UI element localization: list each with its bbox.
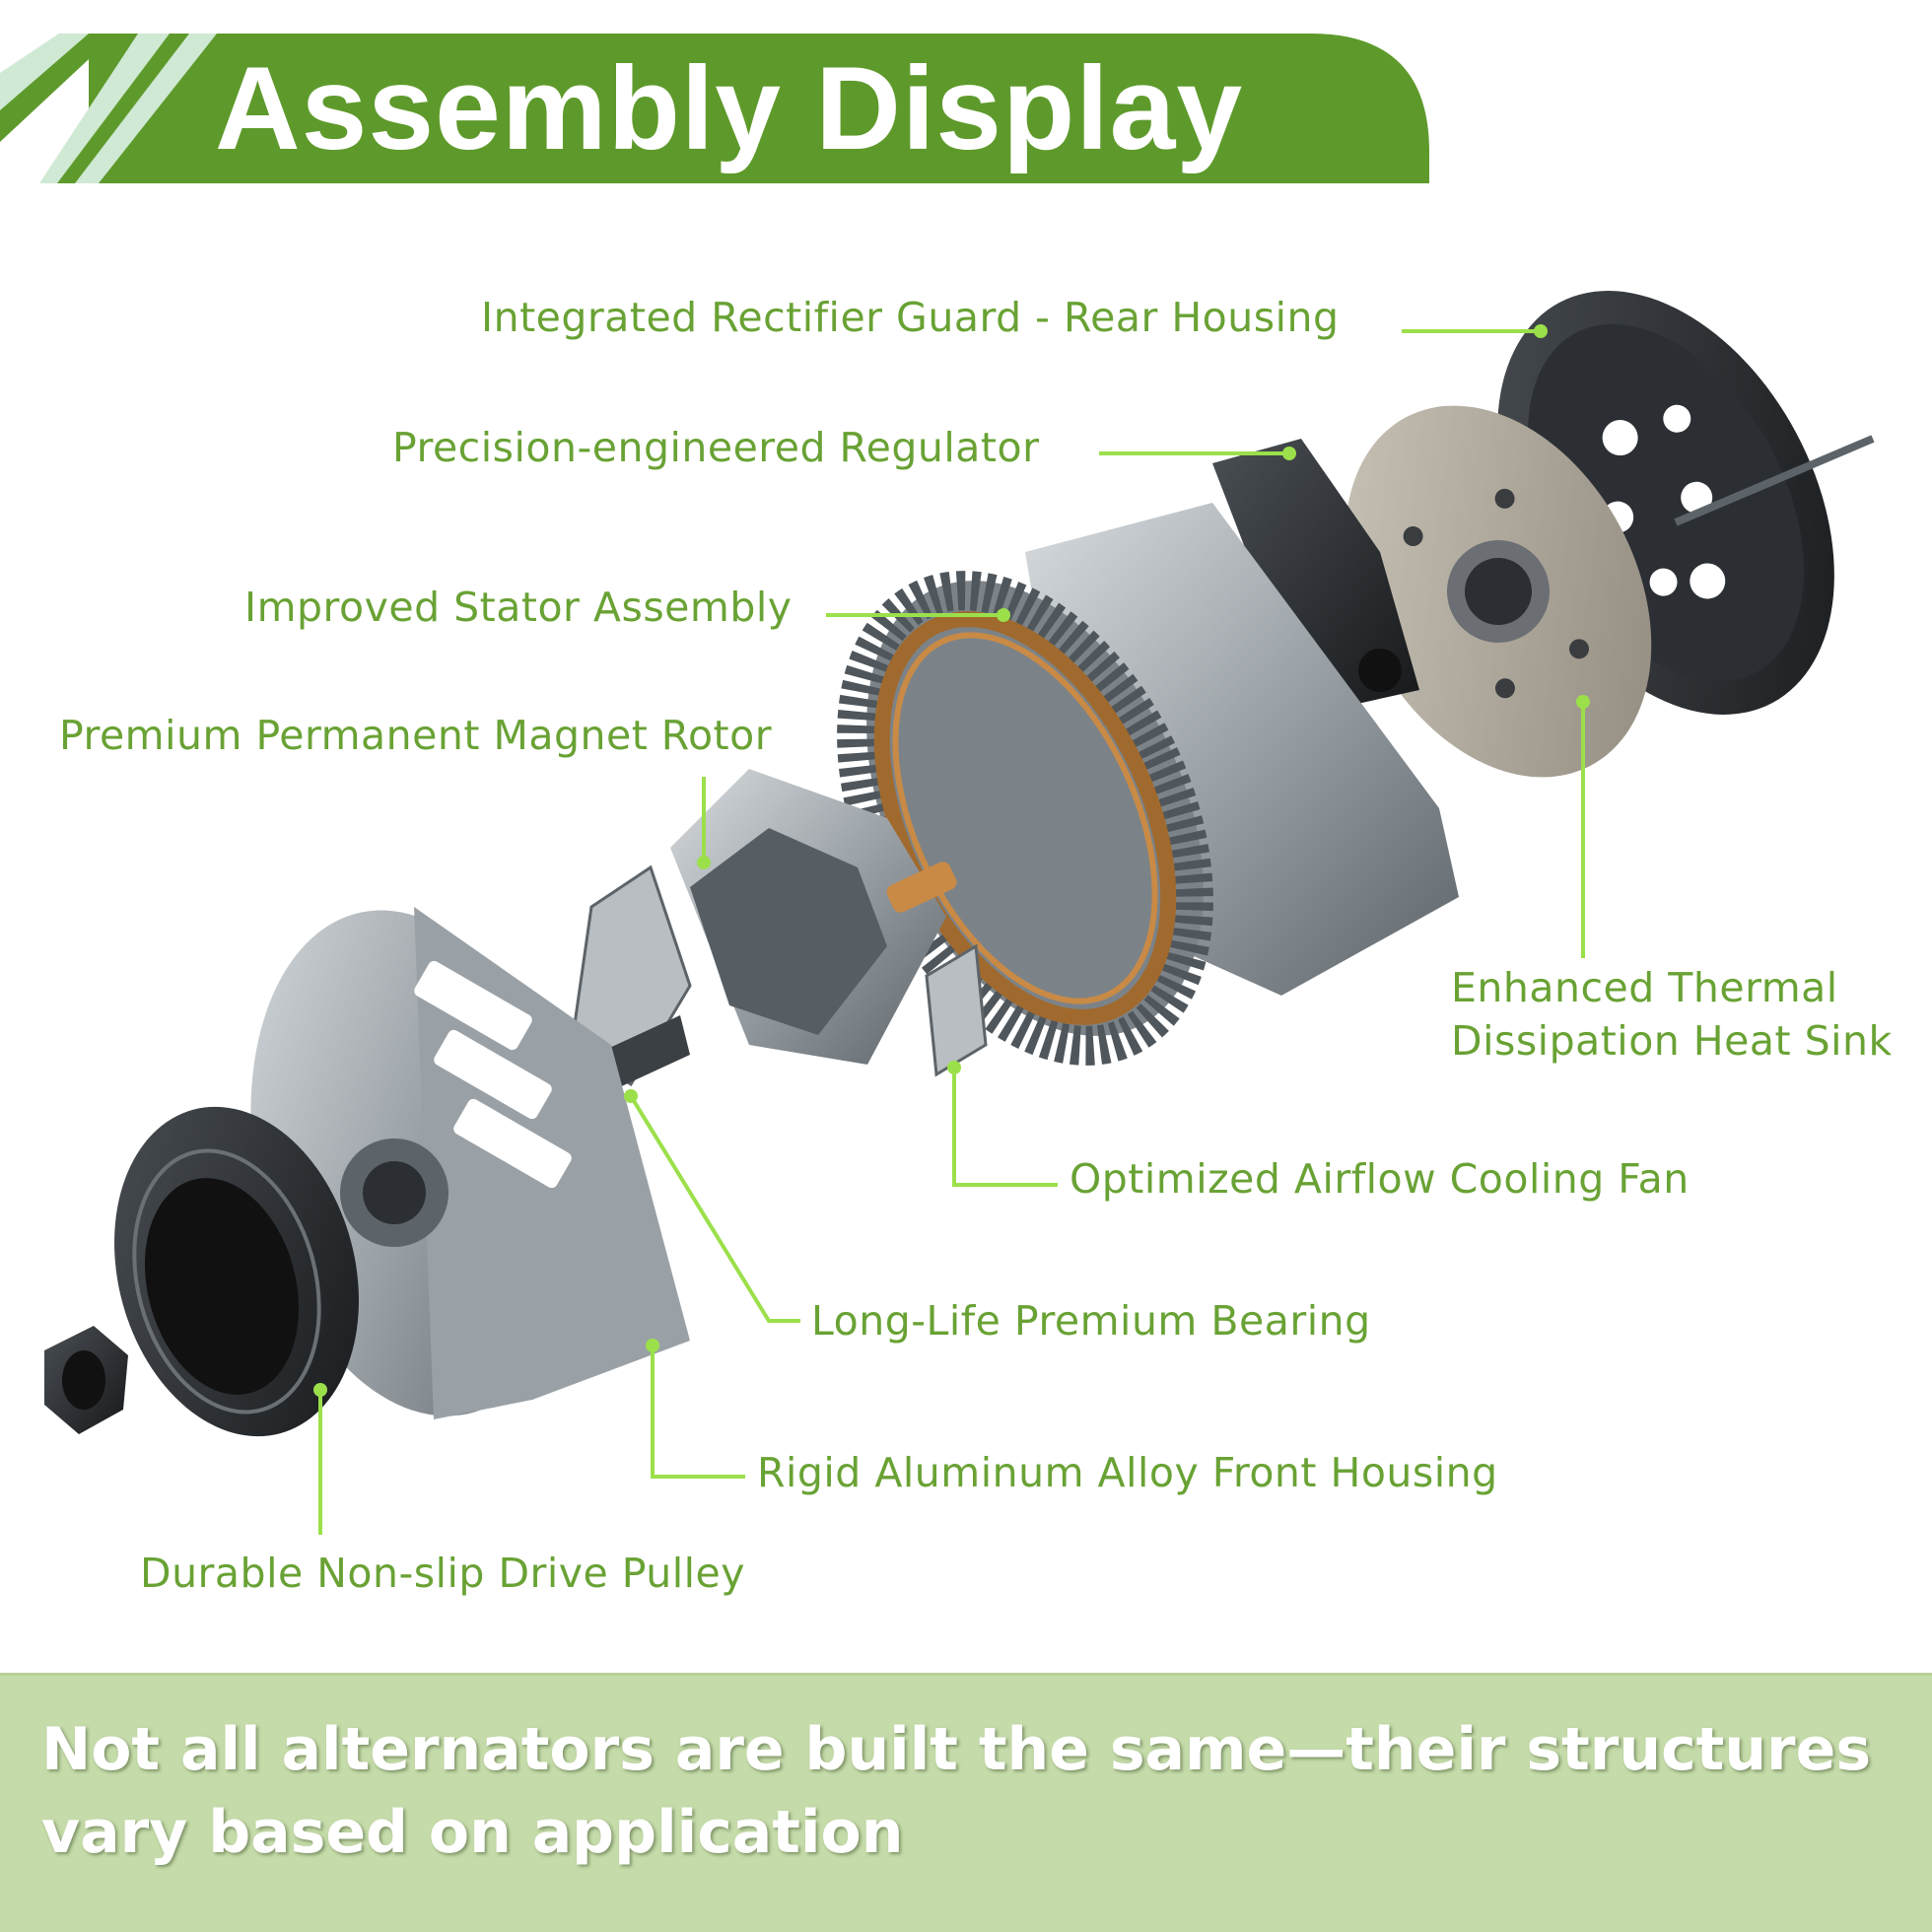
label-heat-sink-line2: Dissipation Heat Sink bbox=[1451, 1017, 1893, 1065]
label-heat-sink-line1: Enhanced Thermal bbox=[1451, 964, 1838, 1011]
label-rotor: Premium Permanent Magnet Rotor bbox=[59, 712, 773, 759]
page-title: Assembly Display bbox=[215, 42, 1244, 174]
pulley-nut bbox=[44, 1326, 128, 1434]
label-regulator: Precision-engineered Regulator bbox=[392, 424, 1040, 471]
label-rear-housing: Integrated Rectifier Guard - Rear Housin… bbox=[481, 294, 1340, 341]
heat-sink-plate bbox=[1345, 405, 1652, 778]
label-cooling-fan: Optimized Airflow Cooling Fan bbox=[1070, 1155, 1690, 1203]
rotor bbox=[570, 769, 988, 1087]
header-banner bbox=[0, 34, 1429, 183]
label-stator: Improved Stator Assembly bbox=[244, 584, 793, 631]
leader-lines bbox=[318, 329, 1585, 1535]
leader-dots bbox=[313, 324, 1590, 1397]
alternator-exploded-view bbox=[44, 291, 1875, 1535]
pulley bbox=[114, 1106, 359, 1437]
regulator bbox=[1212, 439, 1419, 710]
label-front-housing: Rigid Aluminum Alloy Front Housing bbox=[757, 1449, 1498, 1496]
footer-band bbox=[0, 1673, 1932, 1932]
footer-note: Not all alternators are built the same—t… bbox=[41, 1715, 1872, 1867]
label-pulley: Durable Non-slip Drive Pulley bbox=[140, 1550, 746, 1597]
label-bearing: Long-Life Premium Bearing bbox=[811, 1297, 1371, 1345]
